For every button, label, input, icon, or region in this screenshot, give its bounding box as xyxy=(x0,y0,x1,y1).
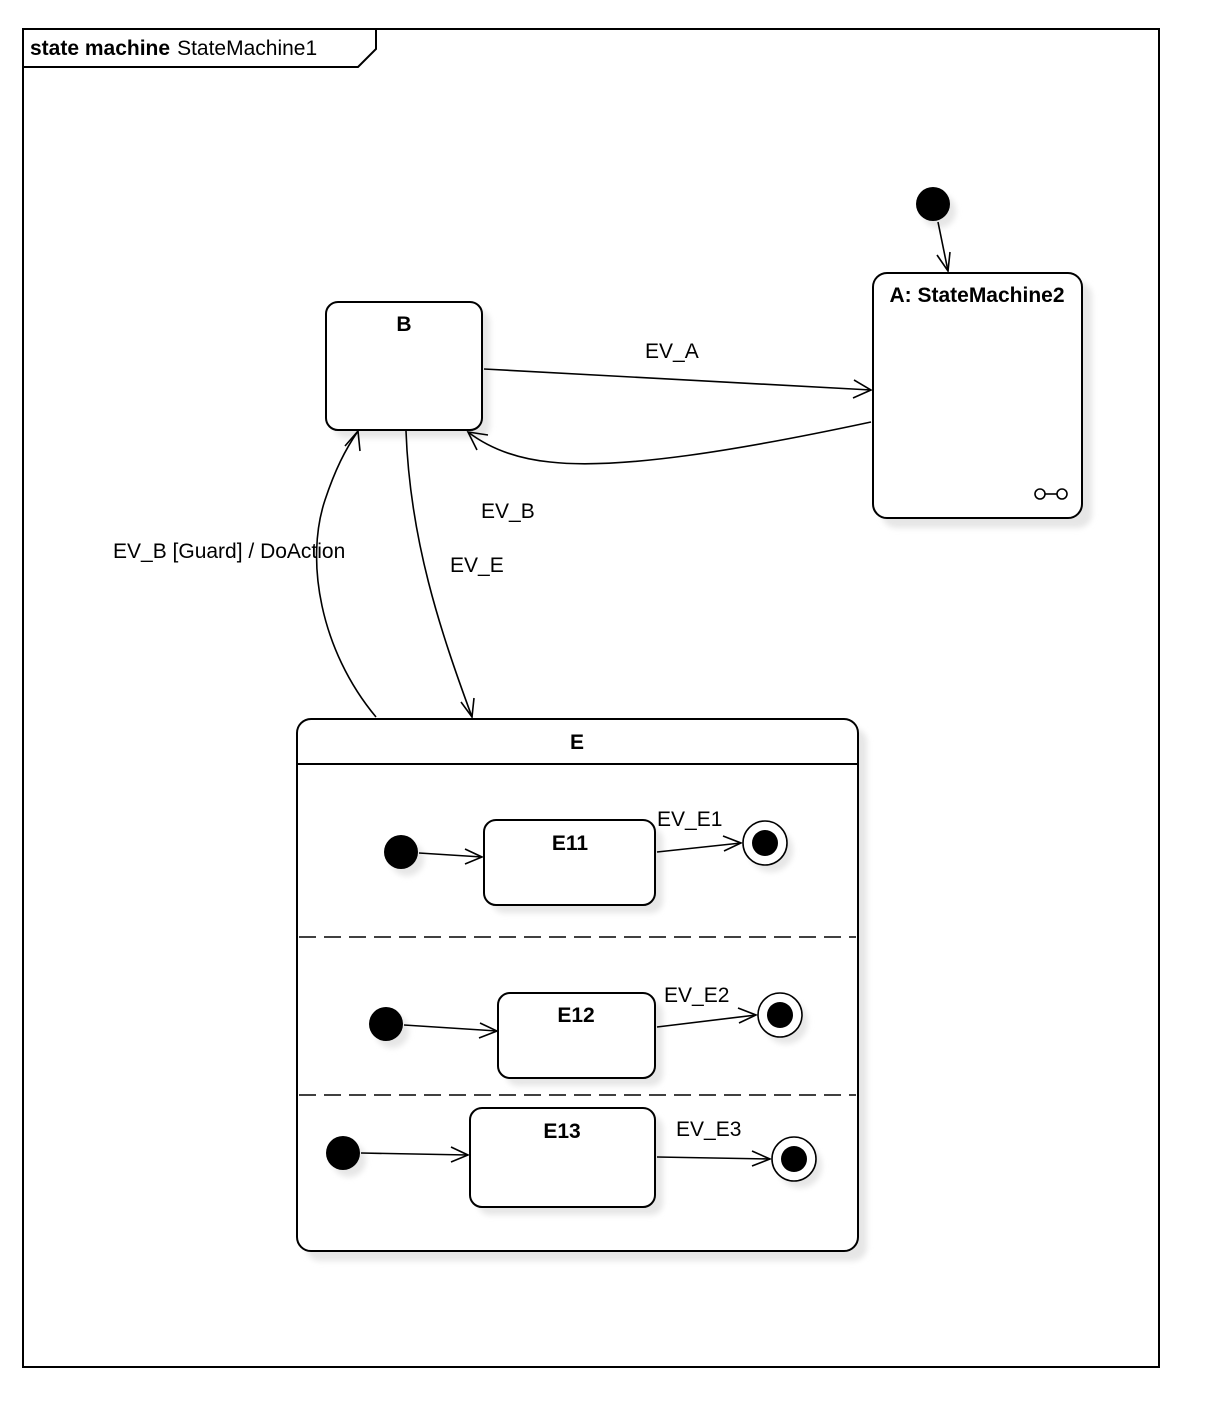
transition-a-to-b[interactable]: EV_B xyxy=(466,421,872,523)
transition-a-to-b-label: EV_B xyxy=(481,500,535,523)
transition-e11-to-final[interactable]: EV_E1 xyxy=(656,808,744,853)
state-e11-label: E11 xyxy=(552,832,589,855)
transition-e-to-b[interactable]: EV_B [Guard] / DoAction xyxy=(113,429,377,718)
state-e13[interactable]: E13 xyxy=(469,1107,663,1215)
state-e12-label: E12 xyxy=(557,1004,594,1027)
transition-e13-to-final-label: EV_E3 xyxy=(676,1118,741,1141)
initial-node-e13[interactable] xyxy=(326,1136,366,1177)
initial-node-e12[interactable] xyxy=(369,1007,409,1048)
final-node-region-3[interactable] xyxy=(771,1136,822,1188)
initial-node-a[interactable] xyxy=(916,187,956,228)
transition-initial-to-e11[interactable] xyxy=(418,848,484,865)
transition-initial-to-a[interactable] xyxy=(936,221,951,274)
state-e-label: E xyxy=(570,731,584,754)
state-e11[interactable]: E11 xyxy=(483,819,663,913)
state-a-label: A: StateMachine2 xyxy=(889,284,1064,307)
state-b[interactable]: B xyxy=(325,301,490,438)
state-b-label: B xyxy=(396,313,411,336)
transition-initial-to-e13[interactable] xyxy=(360,1146,470,1163)
initial-node-e11[interactable] xyxy=(384,835,424,876)
final-node-region-1[interactable] xyxy=(742,820,793,872)
state-e12[interactable]: E12 xyxy=(497,992,663,1086)
submachine-icon xyxy=(1034,488,1068,500)
transition-b-to-a-label: EV_A xyxy=(645,340,699,363)
transition-b-to-e-label: EV_E xyxy=(450,554,504,577)
transition-e-to-b-label: EV_B [Guard] / DoAction xyxy=(113,540,345,563)
transition-b-to-a[interactable]: EV_A xyxy=(483,340,873,399)
transition-b-to-e[interactable]: EV_E xyxy=(405,430,504,720)
state-a-submachine[interactable]: A: StateMachine2 xyxy=(872,272,1092,528)
final-node-region-2[interactable] xyxy=(757,992,808,1044)
transition-e12-to-final-label: EV_E2 xyxy=(664,984,729,1007)
state-e13-label: E13 xyxy=(543,1120,580,1143)
transition-e13-to-final[interactable]: EV_E3 xyxy=(656,1118,773,1167)
transition-e12-to-final[interactable]: EV_E2 xyxy=(656,984,759,1028)
transition-e11-to-final-label: EV_E1 xyxy=(657,808,722,831)
